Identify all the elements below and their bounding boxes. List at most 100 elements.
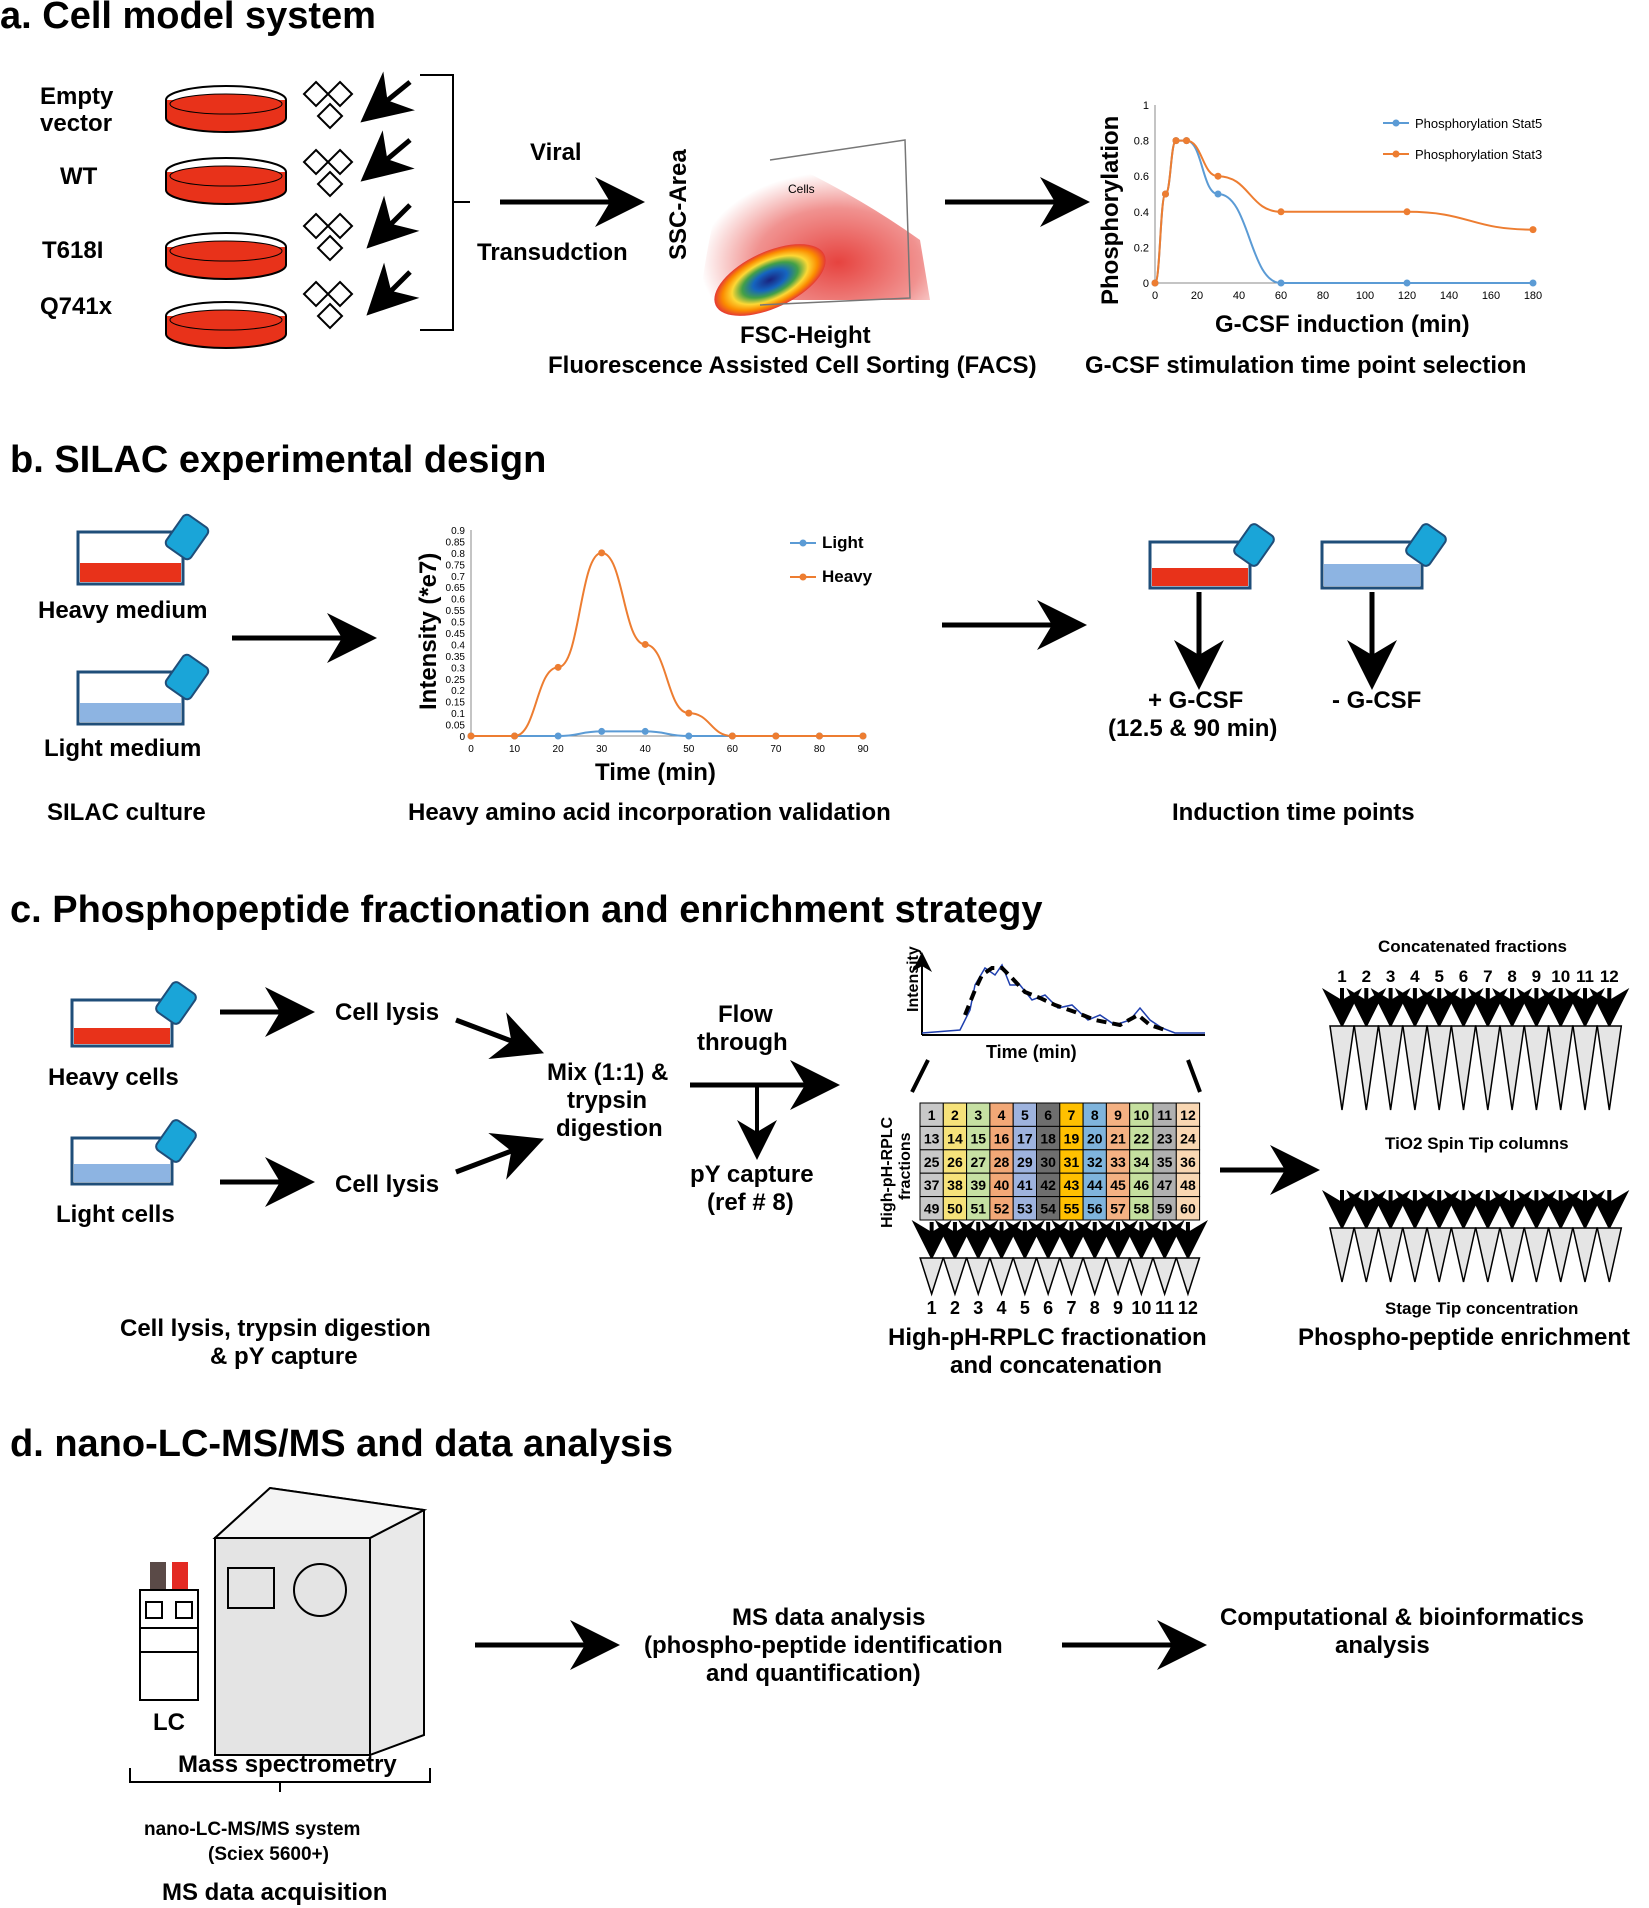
tube-icon bbox=[1082, 1257, 1108, 1297]
grid-cell-number: 42 bbox=[1040, 1177, 1056, 1193]
concat-number: 2 bbox=[1362, 967, 1371, 986]
data-point bbox=[685, 709, 693, 717]
stage-tip-icon bbox=[1523, 1227, 1550, 1283]
x-tick-label: 100 bbox=[1356, 290, 1374, 302]
grid-cell-number: 20 bbox=[1087, 1130, 1103, 1146]
stage-label: Stage Tip concentration bbox=[1385, 1299, 1578, 1318]
grid-cell-number: 19 bbox=[1064, 1130, 1080, 1146]
concat-number: 7 bbox=[1483, 967, 1492, 986]
grid-label-2: fractions bbox=[897, 1132, 914, 1200]
concat-label: Concatenated fractions bbox=[1378, 937, 1567, 956]
data-point bbox=[511, 732, 519, 740]
data-point bbox=[1529, 226, 1537, 234]
heavy-induction-flask-icon bbox=[1148, 523, 1275, 590]
x-tick-label: 30 bbox=[596, 744, 608, 755]
grid-cell-number: 37 bbox=[924, 1177, 940, 1193]
grid-cell-number: 47 bbox=[1157, 1177, 1173, 1193]
grid-cell-number: 55 bbox=[1064, 1201, 1080, 1217]
tube-icon bbox=[942, 1257, 968, 1297]
x-tick-label: 50 bbox=[683, 744, 695, 755]
grid-cell-number: 21 bbox=[1110, 1130, 1126, 1146]
tube-number: 5 bbox=[1020, 1298, 1030, 1318]
ms-label: Mass spectrometry bbox=[178, 1751, 397, 1778]
facs-gate-label: Cells bbox=[788, 182, 815, 196]
comp-label-1: Computational & bioinformatics bbox=[1220, 1604, 1584, 1631]
tio2-tip-icon bbox=[1474, 1025, 1501, 1111]
series-line-2 bbox=[471, 551, 863, 737]
concat-number: 12 bbox=[1600, 967, 1619, 986]
section-b-title: b. SILAC experimental design bbox=[10, 439, 546, 481]
grid-cell-number: 14 bbox=[947, 1130, 963, 1146]
stage-tip-icon bbox=[1353, 1227, 1380, 1283]
data-point bbox=[859, 732, 867, 740]
grid-cell-number: 50 bbox=[947, 1201, 963, 1217]
flow-label-1: Flow bbox=[718, 1001, 773, 1028]
system-bracket bbox=[129, 1768, 431, 1792]
tio2-tip-icon bbox=[1402, 1025, 1428, 1111]
grid-cell-number: 34 bbox=[1134, 1154, 1150, 1170]
heavy-medium-flask-icon bbox=[76, 513, 210, 586]
y-tick-label: 0.35 bbox=[446, 652, 466, 663]
legend-label: Light bbox=[822, 533, 864, 552]
lysis-to-mix-arrow-2 bbox=[455, 1133, 545, 1180]
concat-number: 9 bbox=[1532, 967, 1541, 986]
viral-label: Viral bbox=[530, 139, 582, 166]
heavy-medium-label: Heavy medium bbox=[38, 597, 207, 624]
light-medium-flask-icon bbox=[76, 653, 210, 726]
x-tick-label: 160 bbox=[1482, 290, 1500, 302]
stage-arrows bbox=[1322, 1190, 1630, 1230]
legend-marker bbox=[799, 539, 807, 547]
section-c-title: c. Phosphopeptide fractionation and enri… bbox=[10, 889, 1042, 931]
grid-cell-number: 26 bbox=[947, 1154, 963, 1170]
tube-number: 11 bbox=[1155, 1298, 1174, 1318]
dish-label-wt: WT bbox=[60, 163, 98, 190]
grid-cell-number: 38 bbox=[947, 1177, 963, 1193]
data-point bbox=[728, 732, 736, 740]
chart1-y-label: Phosphorylation bbox=[1097, 116, 1124, 305]
data-point bbox=[1151, 279, 1159, 287]
data-point bbox=[467, 732, 475, 740]
y-tick-label: 0.25 bbox=[446, 675, 466, 686]
grid-cell-number: 28 bbox=[994, 1154, 1010, 1170]
data-point bbox=[772, 732, 780, 740]
tio2-tip-icon bbox=[1450, 1025, 1477, 1111]
facs-plot: Cells bbox=[690, 90, 935, 316]
data-point bbox=[641, 640, 649, 648]
mass-spectrometer-icon bbox=[212, 1486, 428, 1756]
tube-icon bbox=[1105, 1257, 1131, 1297]
petri-dishes bbox=[165, 85, 287, 349]
silac-caption: SILAC culture bbox=[47, 799, 206, 826]
tio2-tubes bbox=[1329, 1025, 1623, 1111]
y-tick-label: 0.2 bbox=[451, 686, 465, 697]
concat-number: 4 bbox=[1410, 967, 1420, 986]
dish-label-empty: Empty bbox=[40, 83, 114, 110]
grid-cell-number: 7 bbox=[1068, 1107, 1076, 1123]
grid-cell-number: 17 bbox=[1017, 1130, 1033, 1146]
grid-cell-number: 59 bbox=[1157, 1201, 1173, 1217]
grid-cell-number: 12 bbox=[1180, 1107, 1196, 1123]
concat-number: 11 bbox=[1576, 967, 1594, 986]
grid-cell-number: 51 bbox=[970, 1201, 986, 1217]
grid-cell-number: 10 bbox=[1134, 1107, 1150, 1123]
transduction-arrows bbox=[360, 71, 420, 316]
grid-cell-number: 33 bbox=[1110, 1154, 1126, 1170]
grid-cell-number: 41 bbox=[1017, 1177, 1033, 1193]
tube-icon bbox=[965, 1257, 991, 1297]
stage-tip-icon bbox=[1474, 1227, 1501, 1283]
petri-dish bbox=[165, 232, 287, 280]
analysis-label-1: MS data analysis bbox=[732, 1604, 925, 1631]
x-tick-label: 180 bbox=[1524, 290, 1542, 302]
analysis-label-2: (phospho-peptide identification bbox=[644, 1632, 1003, 1659]
legend-marker bbox=[1392, 119, 1400, 127]
grid-cell-number: 39 bbox=[970, 1177, 986, 1193]
grid-cell-number: 6 bbox=[1044, 1107, 1052, 1123]
grid-cell-number: 53 bbox=[1017, 1201, 1033, 1217]
chart2-y-label: Intensity (*e7) bbox=[415, 553, 442, 710]
tube-number: 12 bbox=[1178, 1298, 1198, 1318]
data-point bbox=[1277, 208, 1285, 216]
y-tick-label: 0.75 bbox=[446, 560, 466, 571]
py-capture-label-1: pY capture bbox=[690, 1161, 814, 1188]
minus-gcsf-label: - G-CSF bbox=[1332, 687, 1421, 714]
legend-marker bbox=[1392, 150, 1400, 158]
